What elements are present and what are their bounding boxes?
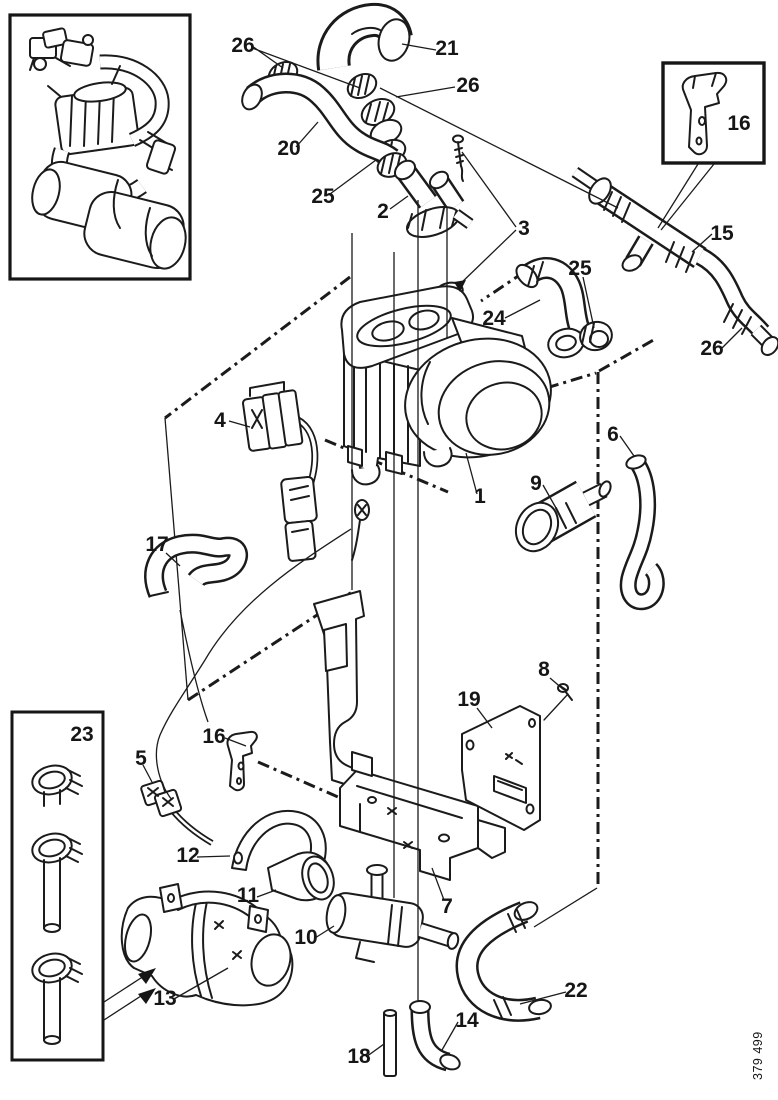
part-2-fitting xyxy=(393,159,474,238)
clamp-26-b xyxy=(346,73,378,99)
callout-11: 11 xyxy=(237,884,260,907)
part-18-tube xyxy=(383,1009,397,1077)
callout-7: 7 xyxy=(441,895,453,918)
callout-14: 14 xyxy=(455,1009,479,1032)
part-10-pump xyxy=(325,864,460,963)
callout-3: 3 xyxy=(518,217,530,240)
callout-26-3: 26 xyxy=(700,337,723,360)
callout-25-1: 25 xyxy=(311,185,335,208)
callout-2: 2 xyxy=(377,200,389,223)
callout-17: 17 xyxy=(145,533,168,556)
callout-18: 18 xyxy=(347,1045,371,1068)
part-16-bracket-small xyxy=(226,730,258,792)
callout-16-2: 16 xyxy=(202,725,225,748)
inset-bracket-16 xyxy=(657,61,766,231)
part-5-sensor xyxy=(140,779,214,846)
part-17-hose xyxy=(144,533,249,598)
part-19-plate xyxy=(461,705,541,831)
part-4-connector xyxy=(242,381,319,562)
part-6-hose xyxy=(619,454,665,611)
callout-23: 23 xyxy=(70,723,93,746)
part-21-hose xyxy=(316,2,413,71)
callout-26-1: 26 xyxy=(231,34,254,57)
part-1-heater-unit xyxy=(340,285,552,486)
callout-24: 24 xyxy=(482,307,506,330)
callout-21: 21 xyxy=(435,37,459,60)
part-9-coupling xyxy=(514,480,612,553)
callout-6: 6 xyxy=(607,423,619,446)
callout-19: 19 xyxy=(457,688,480,711)
part-24-elbow xyxy=(515,257,591,359)
callout-5: 5 xyxy=(135,747,147,770)
reference-arrow xyxy=(103,968,156,1021)
callout-10: 10 xyxy=(294,926,317,949)
part-11-funnel xyxy=(267,851,335,902)
callout-9: 9 xyxy=(530,472,542,495)
part-3-screw xyxy=(452,134,464,182)
callout-25-2: 25 xyxy=(568,257,592,280)
clamp-25-b xyxy=(579,320,613,352)
inset-assembled-view xyxy=(8,13,192,281)
part-7-bracket xyxy=(313,590,506,881)
callout-16-1: 16 xyxy=(727,112,750,135)
drawing-number: 379 499 xyxy=(751,1031,765,1080)
callout-20: 20 xyxy=(277,137,300,160)
part-22-hose xyxy=(455,901,552,1022)
leader-lines-long xyxy=(155,87,619,1002)
part-20-hose xyxy=(241,72,399,167)
part-15-hose-assembly xyxy=(571,167,778,356)
callout-1: 1 xyxy=(474,485,486,508)
small-sensor xyxy=(351,499,370,561)
callout-4: 4 xyxy=(214,409,226,432)
callout-12: 12 xyxy=(176,844,199,867)
inset-clamps-23 xyxy=(10,710,156,1062)
callout-8: 8 xyxy=(538,658,550,681)
callout-22: 22 xyxy=(564,979,587,1002)
callout-15: 15 xyxy=(710,222,734,245)
callout-13: 13 xyxy=(153,987,176,1010)
part-14-elbow xyxy=(409,1000,461,1072)
leader-lines-short xyxy=(142,43,743,1058)
part-13-muffler xyxy=(120,883,294,1007)
assembly-dash-lines xyxy=(164,256,658,888)
part-8-screw xyxy=(543,683,573,721)
callout-26-2: 26 xyxy=(456,74,479,97)
